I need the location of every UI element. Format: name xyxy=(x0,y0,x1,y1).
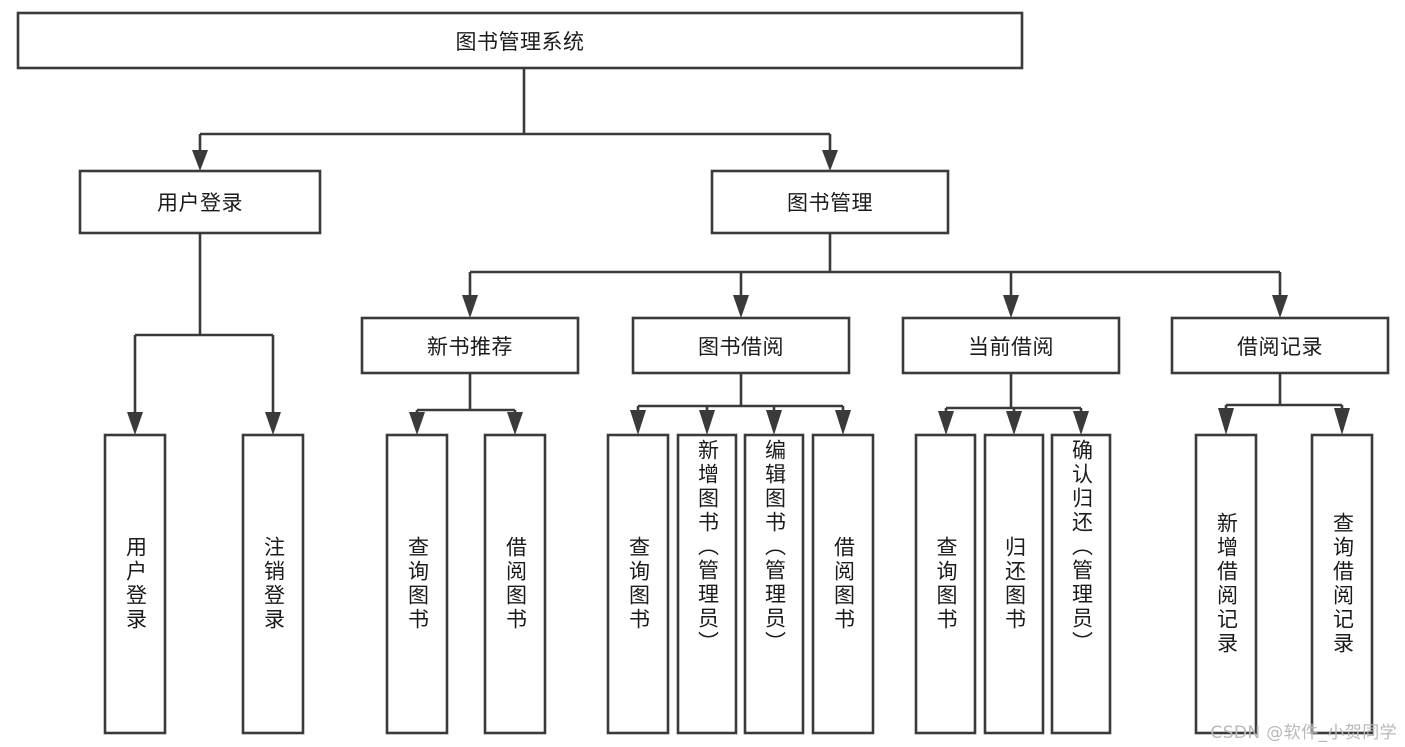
node-box-level2-0[interactable] xyxy=(360,316,580,375)
connector-record-to-leaves xyxy=(1218,373,1350,435)
arrow-head-icon xyxy=(1218,408,1234,435)
csdn-watermark: CSDN @软件_小贺同学 xyxy=(1210,723,1397,743)
node-box-leaf-5[interactable] xyxy=(676,433,738,735)
arrow-head-icon xyxy=(630,410,646,435)
arrow-head-icon xyxy=(265,412,281,435)
arrow-head-icon xyxy=(1073,411,1089,435)
arrow-head-icon xyxy=(127,412,143,435)
connector-borrow-to-leaves xyxy=(630,373,851,435)
arrow-head-icon xyxy=(938,411,954,435)
node-box-leaf-2[interactable] xyxy=(385,433,449,735)
arrow-head-icon xyxy=(409,412,425,435)
connector-root-to-level1 xyxy=(192,68,838,171)
arrow-head-icon xyxy=(1006,411,1022,435)
node-box-leaf-0[interactable] xyxy=(103,433,167,735)
arrow-head-icon xyxy=(462,295,478,318)
node-box-leaf-4[interactable] xyxy=(606,433,670,735)
arrow-head-icon xyxy=(1003,295,1019,318)
arrow-head-icon xyxy=(699,410,715,435)
arrow-head-icon xyxy=(733,295,749,318)
node-box-leaf-10[interactable] xyxy=(1050,433,1112,735)
node-box-root[interactable] xyxy=(16,11,1024,70)
arrow-head-icon xyxy=(192,150,208,171)
connector-bookmgmt-to-level2 xyxy=(462,233,1288,318)
node-box-leaf-3[interactable] xyxy=(483,433,547,735)
arrow-head-icon xyxy=(766,410,782,435)
connector-current-to-leaves xyxy=(938,373,1089,435)
node-box-leaf-11[interactable] xyxy=(1194,433,1258,735)
node-box-level2-3[interactable] xyxy=(1170,316,1390,375)
node-box-leaf-1[interactable] xyxy=(241,433,305,735)
node-box-level1-0[interactable] xyxy=(78,169,322,235)
connector-newbook-to-leaves xyxy=(409,373,523,435)
node-box-leaf-9[interactable] xyxy=(983,433,1045,735)
node-box-level2-2[interactable] xyxy=(901,316,1121,375)
node-box-level2-1[interactable] xyxy=(631,316,851,375)
arrow-head-icon xyxy=(822,150,838,171)
node-box-leaf-12[interactable] xyxy=(1310,433,1374,735)
node-box-leaf-8[interactable] xyxy=(914,433,977,735)
arrow-head-icon xyxy=(507,412,523,435)
node-box-level1-1[interactable] xyxy=(710,169,950,235)
node-box-leaf-7[interactable] xyxy=(811,433,875,735)
arrow-head-icon xyxy=(1272,295,1288,318)
arrow-head-icon xyxy=(835,410,851,435)
node-box-leaf-6[interactable] xyxy=(743,433,805,735)
connector-userlogin-to-leaves xyxy=(127,233,281,435)
arrow-head-icon xyxy=(1334,408,1350,435)
